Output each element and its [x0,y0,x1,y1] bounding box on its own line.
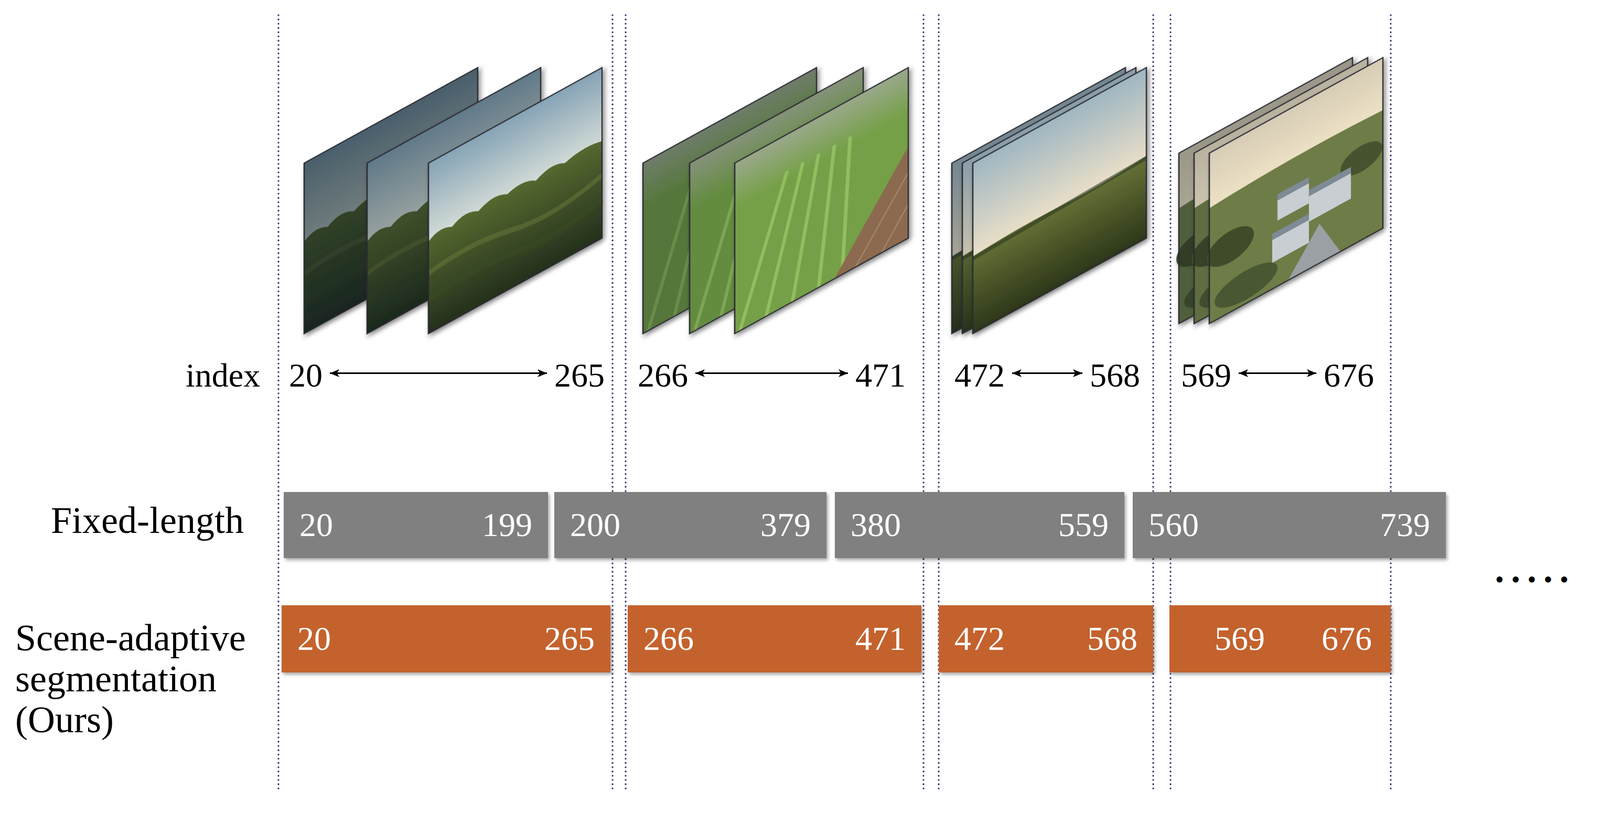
frame-image [1206,57,1383,326]
frame-border [972,67,1147,334]
frame-image [428,67,603,334]
frame-index: 20 [297,619,331,659]
frame-index-box: 569 [1180,356,1232,395]
axis-label: index [185,356,261,394]
row-label-box: Scene-adaptive segmentation (Ours) [15,617,278,740]
frame-index: 568 [1089,356,1141,394]
frame-index-box: 471 [855,356,906,395]
frame-stack [304,67,603,334]
frame-index: 200 [570,505,621,545]
frame-index: 20 [299,505,334,545]
frame-index-box: 20 [288,356,323,395]
video-frame [1206,57,1383,326]
divider-line [277,15,280,791]
scene-segment: 472 568 [938,605,1154,673]
frame-index: 472 [954,619,1005,659]
range-arrow [1238,372,1317,374]
frame-stack [1176,57,1383,326]
frame-stack [951,67,1147,334]
frame-index: 676 [1323,356,1374,394]
frame-index: 560 [1148,505,1199,545]
frame-index: 471 [855,619,906,659]
divider-line [611,15,614,791]
frame-index-box: 676 [1323,356,1374,395]
video-frame [972,67,1147,334]
frame-index-box: 265 [554,356,605,395]
row-label-box: Fixed-length [50,498,244,543]
row-label: Fixed-length [50,499,244,542]
frame-index: 265 [554,356,605,394]
frame-index: 676 [1321,619,1372,659]
frame-index: 20 [288,356,323,394]
row-label: Scene-adaptive segmentation (Ours) [15,617,278,740]
video-frame [734,67,909,334]
frame-image [734,67,909,334]
fixed-length-segment: 200 379 [554,491,827,558]
continuation-dots-box: ••••• [1495,564,1576,594]
frame-border [1209,57,1383,324]
frame-index: 379 [760,505,811,545]
divider-line [1152,15,1155,791]
fixed-length-segment: 20 199 [283,491,549,558]
divider-line [1169,15,1172,791]
frame-index: 380 [850,505,901,545]
divider-line [1389,15,1392,791]
frame-index: 569 [1214,619,1265,659]
frame-index: 265 [544,619,595,659]
fixed-length-segment: 380 559 [834,491,1125,558]
video-frame [428,67,603,334]
frame-index: 739 [1379,505,1431,545]
continuation-dots: ••••• [1495,565,1576,594]
frame-index: 266 [643,619,694,659]
frame-border [428,67,603,334]
frame-index: 568 [1087,619,1138,659]
range-arrow [1012,372,1083,374]
frame-index: 471 [855,356,906,394]
scene-segment: 266 471 [627,605,922,673]
fixed-length-segment: 560 739 [1132,491,1446,558]
range-arrow [695,372,848,374]
range-arrows [329,372,1317,374]
divider-line [624,15,627,791]
axis-label-box: index [185,356,261,395]
frame-border [734,67,909,334]
frame-index: 266 [637,356,689,394]
frame-index-box: 472 [954,356,1005,395]
segment-dividers [278,15,1391,791]
range-arrow [329,372,547,374]
frame-index-box: 266 [637,356,689,395]
frame-image [972,67,1147,334]
divider-line [922,15,925,791]
frame-stack [642,67,909,334]
frame-index: 199 [481,505,533,545]
scene-segment: 20 265 [281,605,611,673]
frame-index-box: 568 [1089,356,1141,395]
frame-index: 569 [1180,356,1232,394]
frame-index: 559 [1058,505,1109,545]
scene-segment: 569 676 [1169,605,1391,673]
divider-line [937,15,940,791]
frame-index: 472 [954,356,1005,394]
